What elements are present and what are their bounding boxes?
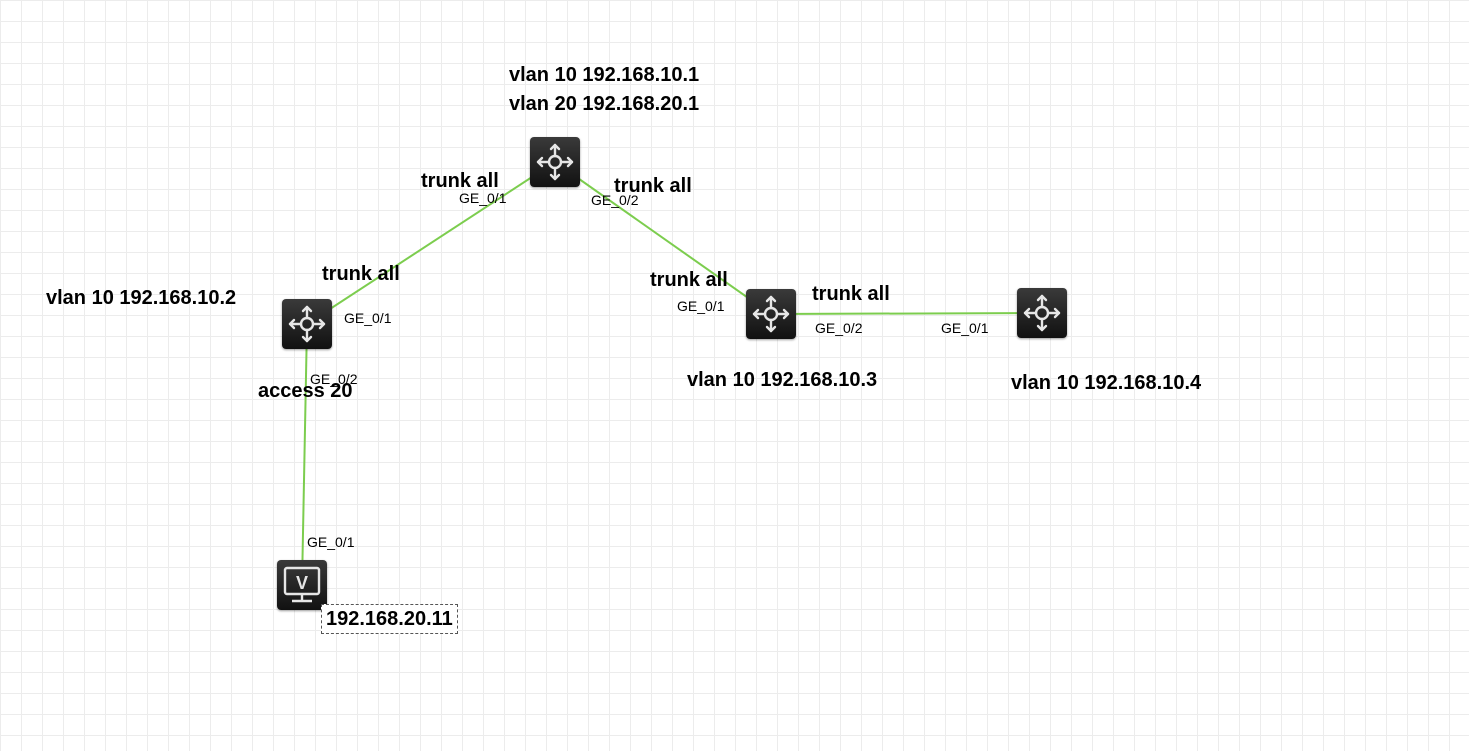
- link-core-left[interactable]: [306, 161, 556, 325]
- vpc-host[interactable]: V: [277, 560, 327, 610]
- port-pc-ge01: GE_0/1: [307, 534, 355, 550]
- link-mode-core-middle-near-core: trunk all: [614, 175, 692, 197]
- core-switch-label-vlan20: vlan 20 192.168.20.1: [509, 93, 700, 115]
- middle-switch[interactable]: [746, 289, 796, 339]
- right-switch[interactable]: [1017, 288, 1067, 338]
- link-mode-left-pc: access 20: [258, 380, 353, 402]
- router-icon: [288, 305, 326, 343]
- pc-ip-label[interactable]: 192.168.20.11: [321, 604, 458, 634]
- core-switch[interactable]: [530, 137, 580, 187]
- svg-text:V: V: [296, 573, 308, 593]
- core-switch-label-vlan10: vlan 10 192.168.10.1: [509, 64, 700, 86]
- link-mode-middle-right: trunk all: [812, 283, 890, 305]
- left-switch-label: vlan 10 192.168.10.2: [46, 287, 237, 309]
- router-icon: [752, 295, 790, 333]
- port-core-ge02: GE_0/2: [591, 192, 639, 208]
- link-mode-core-middle-near-middle: trunk all: [650, 269, 728, 291]
- port-middle-ge02: GE_0/2: [815, 320, 863, 336]
- port-core-ge01: GE_0/1: [459, 190, 507, 206]
- port-left-ge02: GE_0/2: [310, 371, 358, 387]
- right-switch-label: vlan 10 192.168.10.4: [1011, 372, 1202, 394]
- port-right-ge01: GE_0/1: [941, 320, 989, 336]
- link-mode-core-left-near-core: trunk all: [421, 170, 499, 192]
- link-left-pc[interactable]: [301, 323, 308, 586]
- port-middle-ge01: GE_0/1: [677, 298, 725, 314]
- router-icon: [536, 143, 574, 181]
- left-switch[interactable]: [282, 299, 332, 349]
- link-core-middle[interactable]: [554, 161, 772, 315]
- link-middle-right[interactable]: [770, 312, 1043, 315]
- vpc-monitor-icon: V: [283, 566, 321, 603]
- router-icon: [1023, 294, 1061, 332]
- port-left-ge01: GE_0/1: [344, 310, 392, 326]
- middle-switch-label: vlan 10 192.168.10.3: [687, 369, 878, 391]
- link-mode-core-left-near-left: trunk all: [322, 263, 400, 285]
